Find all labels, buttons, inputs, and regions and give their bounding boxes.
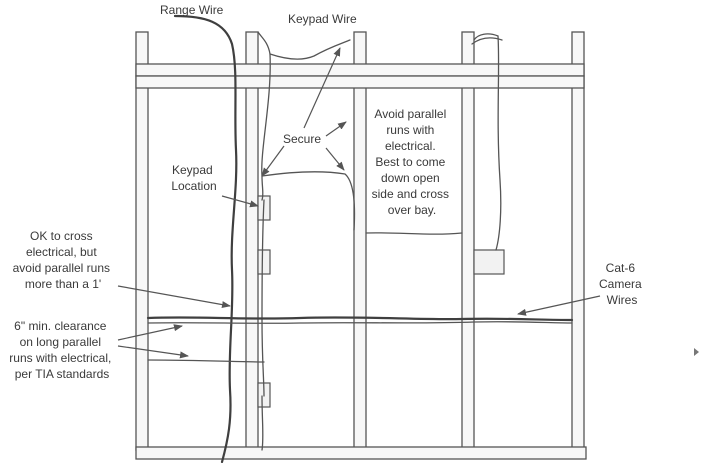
label-cat6: Cat-6 Camera Wires (599, 261, 645, 307)
keypad-wire-down (261, 199, 265, 397)
keypad-wire (257, 31, 271, 201)
label-ok-to-cross: OK to cross electrical, but avoid parall… (13, 229, 114, 291)
callout-clearance-upper (117, 324, 183, 341)
keypad-wire-bottom (261, 395, 264, 451)
top-plate-lower (135, 75, 585, 89)
callout-secure-left (261, 145, 285, 177)
callout-clearance-lower (117, 345, 189, 359)
label-keypad-location: Keypad Location (171, 163, 216, 193)
label-keypad-wire: Keypad Wire (288, 12, 357, 26)
bottom-plate (135, 446, 587, 460)
keypad-box-middle (257, 249, 271, 275)
camera-wire-upper-strand (471, 37, 503, 45)
triangle-right-icon[interactable] (694, 348, 699, 356)
top-plate-upper (135, 63, 585, 77)
range-wire (173, 14, 238, 463)
callout-secure-top (303, 47, 341, 129)
outlet-box (473, 249, 505, 275)
stud-2 (245, 31, 259, 451)
cat6-wire-run-b (147, 321, 573, 324)
electrical-wire-low (147, 359, 265, 363)
label-secure: Secure (283, 132, 321, 146)
camera-wire-upper (473, 33, 502, 251)
callout-keypad-location (221, 195, 259, 208)
stud-4 (461, 31, 475, 451)
keypad-wire-strand (269, 39, 351, 60)
callout-secure-right (325, 121, 347, 137)
stud-1 (135, 31, 149, 451)
wire-run-top (365, 232, 463, 235)
stud-3 (353, 31, 367, 451)
callout-ok-to-cross (117, 285, 231, 309)
cat6-wire-run-a (146, 316, 574, 322)
label-range-wire: Range Wire (160, 3, 224, 17)
label-clearance: 6" min. clearance on long parallel runs … (9, 319, 114, 381)
label-avoid-parallel: Avoid parallel runs with electrical. Bes… (372, 107, 453, 217)
stud-5 (571, 31, 585, 451)
callout-cat6 (517, 295, 601, 316)
keypad-wire-run (261, 171, 356, 231)
callout-secure-lower (325, 147, 345, 171)
